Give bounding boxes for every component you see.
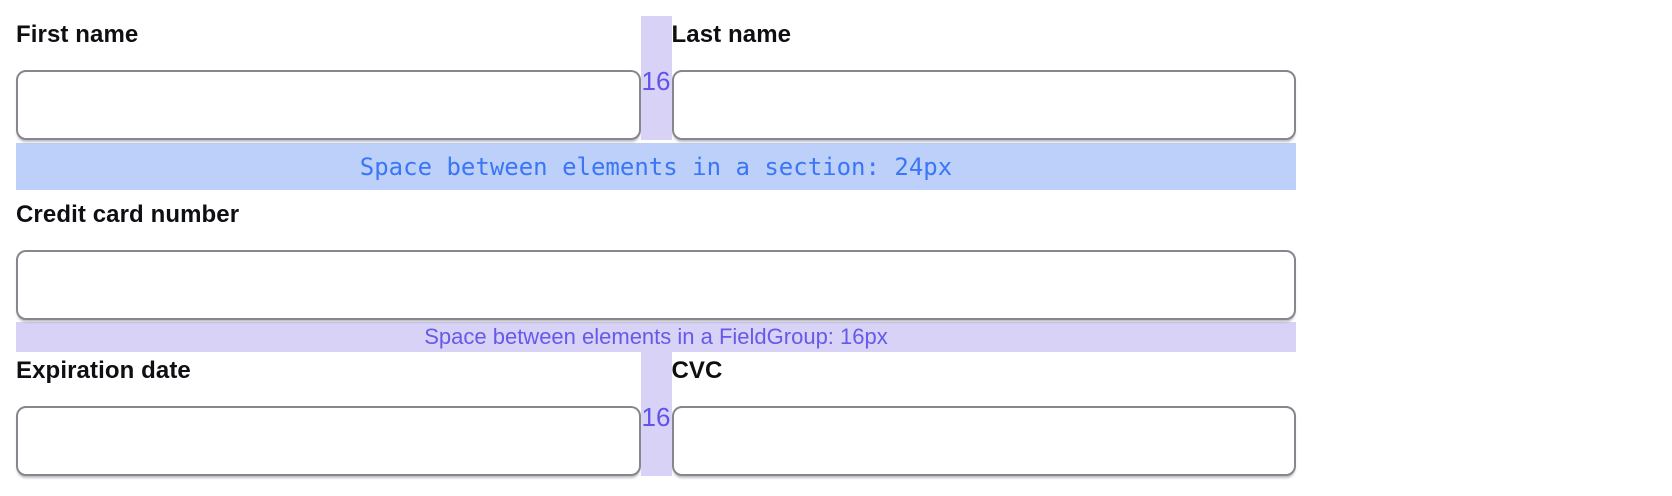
- credit-card-number-label: Credit card number: [16, 201, 240, 228]
- form-spacing-spec: First name 16 Last name Space between el…: [16, 16, 1296, 476]
- label-input-spacer: [672, 54, 1297, 70]
- name-field-group: First name 16 Last name: [16, 16, 1296, 140]
- gap-size-label: 16: [641, 66, 671, 96]
- first-name-label: First name: [16, 21, 139, 48]
- fieldgroup-gap-band: Space between elements in a FieldGroup: …: [16, 322, 1296, 352]
- last-name-field: Last name: [671, 16, 1297, 140]
- last-name-input[interactable]: [671, 70, 1296, 140]
- column-gap-strip: 16: [640, 16, 672, 140]
- label-input-spacer: [16, 390, 641, 406]
- section-gap-band-label: Space between elements in a section: 24p…: [359, 152, 953, 181]
- first-name-input[interactable]: [16, 70, 641, 140]
- fieldgroup-gap-band-label: Space between elements in a FieldGroup: …: [424, 324, 888, 349]
- column-gap-strip: 16: [640, 352, 672, 476]
- gap-size-label: 16: [641, 402, 671, 432]
- expiration-date-field: Expiration date: [16, 352, 641, 476]
- expiration-date-input[interactable]: [16, 406, 641, 476]
- section-gap-band: Space between elements in a section: 24p…: [16, 143, 1296, 190]
- first-name-field: First name: [16, 16, 641, 140]
- card-details-field-group: Expiration date 16 CVC: [16, 352, 1296, 476]
- label-input-spacer: [672, 390, 1297, 406]
- cvc-input[interactable]: [671, 406, 1296, 476]
- credit-card-number-field: Credit card number: [16, 196, 1296, 320]
- cvc-label: CVC: [671, 357, 723, 384]
- last-name-label: Last name: [671, 21, 792, 48]
- label-input-spacer: [16, 54, 641, 70]
- expiration-date-label: Expiration date: [16, 357, 191, 384]
- cvc-field: CVC: [671, 352, 1297, 476]
- label-input-spacer: [16, 234, 1296, 250]
- credit-card-number-input[interactable]: [16, 250, 1296, 320]
